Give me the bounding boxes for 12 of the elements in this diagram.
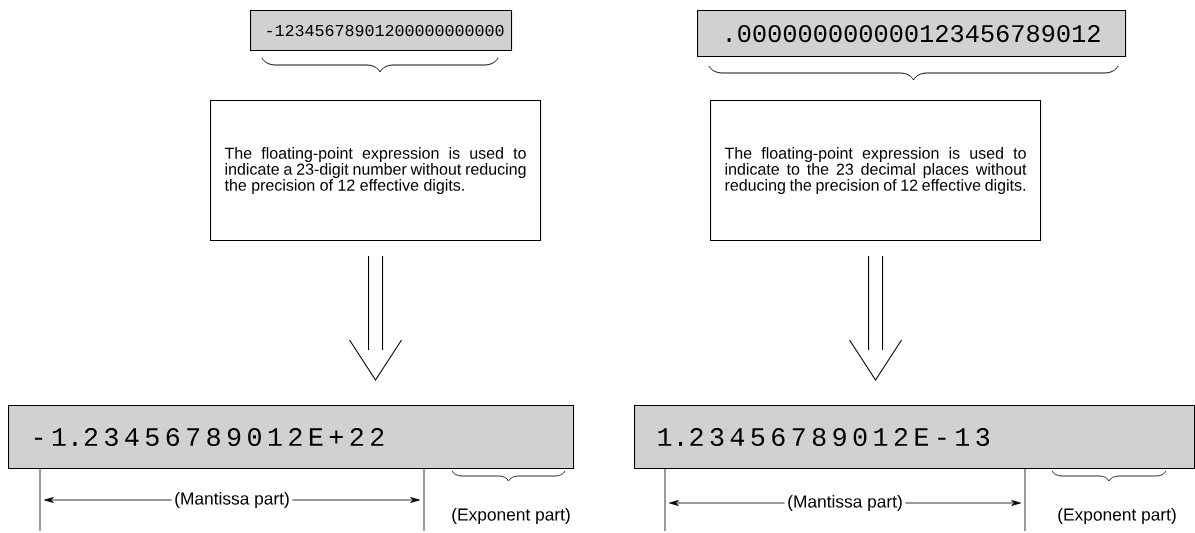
display-box: .000000000000123456789012 xyxy=(697,10,1127,58)
part-label: (Mantissa part) xyxy=(784,492,906,514)
part-label: (Exponent part) xyxy=(1058,507,1176,525)
display-box: -12345678901200000000000 xyxy=(250,10,513,52)
part-label: (Mantissa part) xyxy=(171,489,293,511)
display-box: 1.2 3 4 5 6 7 8 9 0 1 2 E - 1 3 xyxy=(634,405,1195,470)
display-box: - 1.2 3 4 5 6 7 8 9 0 1 2 E + 2 2 xyxy=(8,405,575,470)
explanation-box: The floating-point expression is used to indicate to the 23 decimal places without reducing the precision of 12 effective digits. xyxy=(710,100,1042,242)
hollow-arrow xyxy=(349,255,403,381)
part-label: (Exponent part) xyxy=(452,507,570,525)
explanation-box: The floating-point expression is used to indicate a 23-digit number without reducing the precision of 12 effective digits. xyxy=(210,100,542,242)
hollow-arrow xyxy=(849,255,903,381)
